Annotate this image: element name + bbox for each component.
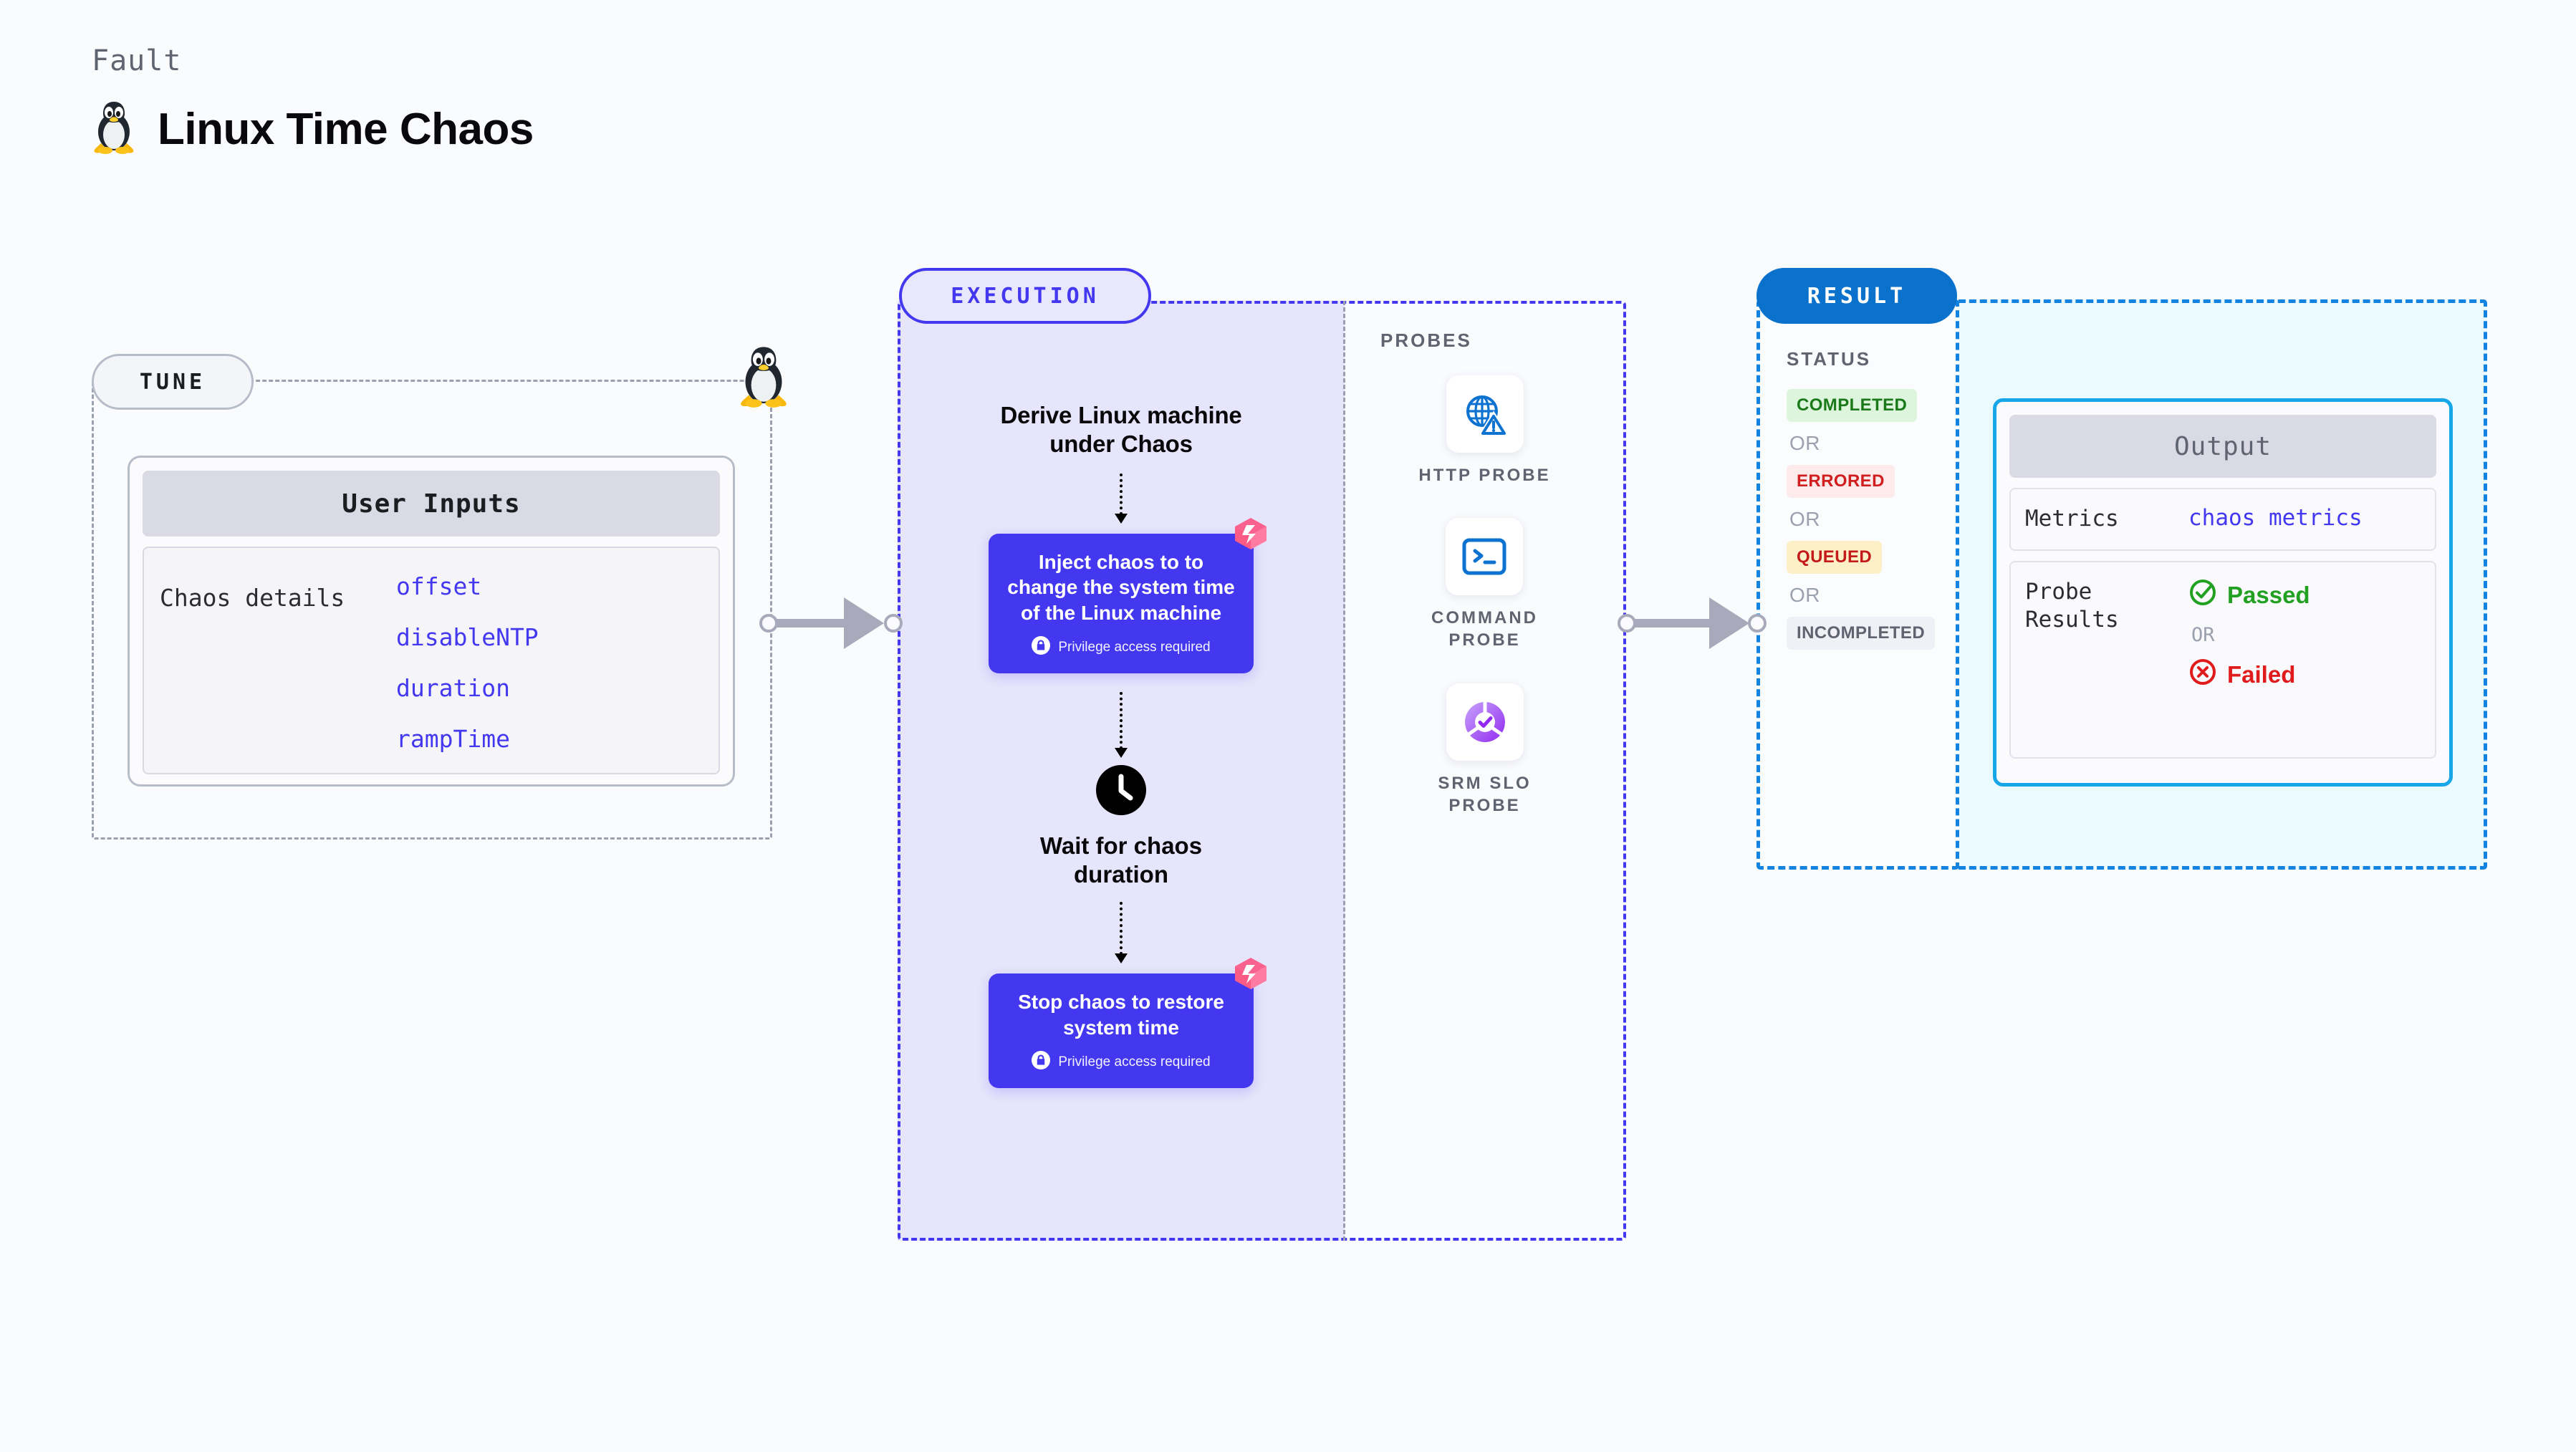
status-list: COMPLETED OR ERRORED OR QUEUED OR INCOMP… <box>1787 389 1959 650</box>
probes-label: PROBES <box>1380 330 1472 351</box>
linux-penguin-icon <box>92 100 136 158</box>
failed-label: Failed <box>2227 660 2296 688</box>
clock-icon <box>1096 764 1146 819</box>
stop-chaos-label: Stop chaos to restore system time <box>1018 991 1224 1039</box>
connector-arrowhead <box>844 597 884 649</box>
title-row: Linux Time Chaos <box>92 100 534 158</box>
globe-warning-icon <box>1446 375 1524 453</box>
harness-logo-icon <box>1232 955 1269 996</box>
harness-logo-icon <box>1232 515 1269 556</box>
connector-probes-to-result <box>1618 595 1768 652</box>
output-card: Output Metrics chaos metrics Probe Resul… <box>1993 398 2453 787</box>
page-title: Linux Time Chaos <box>158 105 534 154</box>
lock-icon <box>1032 635 1051 659</box>
param-offset[interactable]: offset <box>396 572 482 600</box>
probe-result-failed: Failed <box>2188 658 2310 692</box>
status-badge-completed[interactable]: COMPLETED <box>1787 389 1918 422</box>
lock-icon <box>1032 1051 1051 1074</box>
status-label: STATUS <box>1787 348 1872 370</box>
chaos-params-list: offset disableNTP duration rampTime <box>396 572 539 773</box>
connector-tune-to-execution <box>759 595 903 652</box>
privilege-note: Privilege access required <box>1001 1051 1241 1074</box>
arrow-wait-to-stop <box>1115 902 1128 964</box>
status-badge-errored[interactable]: ERRORED <box>1787 465 1895 498</box>
user-inputs-title: User Inputs <box>143 471 720 537</box>
execution-badge[interactable]: EXECUTION <box>899 268 1151 324</box>
privilege-text: Privilege access required <box>1058 639 1211 655</box>
connector-dot-end <box>1748 614 1767 633</box>
status-or-2: OR <box>1789 508 1820 530</box>
page-header: Fault Linux Ti <box>92 44 534 158</box>
fault-kicker: Fault <box>92 44 182 77</box>
result-badge[interactable]: RESULT <box>1756 268 1957 324</box>
privilege-text: Privilege access required <box>1058 1054 1211 1070</box>
probe-results-row: Probe Results Passed OR <box>2009 560 2436 759</box>
http-probe[interactable]: HTTP PROBE <box>1418 375 1550 486</box>
arrow-derive-to-inject <box>1115 473 1128 524</box>
terminal-icon <box>1446 518 1524 596</box>
http-probe-label: HTTP PROBE <box>1418 466 1551 485</box>
connector-line <box>769 619 862 628</box>
connector-line <box>1628 619 1728 628</box>
metrics-key: Metrics <box>2025 506 2119 532</box>
output-title: Output <box>2009 415 2436 478</box>
inject-chaos-label: Inject chaos to to change the system tim… <box>1007 550 1235 625</box>
inject-chaos-step[interactable]: Inject chaos to to change the system tim… <box>989 517 1267 673</box>
status-or-1: OR <box>1789 432 1820 454</box>
status-badge-queued[interactable]: QUEUED <box>1787 541 1883 574</box>
connector-dot-start <box>1618 614 1636 633</box>
probe-results-key: Probe Results <box>2025 578 2119 633</box>
probe-results-or: OR <box>2191 623 2215 646</box>
execution-probes-divider <box>1343 301 1345 1241</box>
metrics-row: Metrics chaos metrics <box>2009 488 2436 551</box>
privilege-note: Privilege access required <box>1001 635 1241 659</box>
param-disablentp[interactable]: disableNTP <box>396 623 539 651</box>
tune-badge[interactable]: TUNE <box>92 354 254 410</box>
param-duration[interactable]: duration <box>396 674 510 702</box>
execution-probes-panel <box>898 301 1626 1241</box>
linux-penguin-icon <box>738 345 789 412</box>
param-ramptime[interactable]: rampTime <box>396 725 510 753</box>
chaos-details-box: Chaos details offset disableNTP duration… <box>143 547 720 774</box>
probe-result-passed: Passed <box>2188 578 2310 612</box>
arrow-inject-to-wait <box>1115 691 1128 758</box>
connector-dot-end <box>884 614 903 633</box>
status-column: STATUS COMPLETED OR ERRORED OR QUEUED OR… <box>1756 299 1959 870</box>
x-circle-icon <box>2188 658 2217 692</box>
check-circle-icon <box>2188 578 2217 612</box>
tune-panel <box>92 380 772 840</box>
stop-chaos-step[interactable]: Stop chaos to restore system time Privil… <box>989 958 1267 1089</box>
metrics-value[interactable]: chaos metrics <box>2188 505 2363 531</box>
probes-column: PROBES HTTP PROBE <box>1343 301 1626 1241</box>
status-badge-incompleted[interactable]: INCOMPLETED <box>1787 617 1936 650</box>
passed-label: Passed <box>2227 581 2310 608</box>
chaos-details-label: Chaos details <box>160 584 345 612</box>
status-or-3: OR <box>1789 584 1820 606</box>
slo-donut-check-icon <box>1446 683 1524 761</box>
user-inputs-card: User Inputs Chaos details offset disable… <box>128 456 735 787</box>
connector-arrowhead <box>1709 597 1749 649</box>
probe-results-values: Passed OR Failed <box>2188 578 2310 692</box>
connector-dot-start <box>759 614 778 633</box>
